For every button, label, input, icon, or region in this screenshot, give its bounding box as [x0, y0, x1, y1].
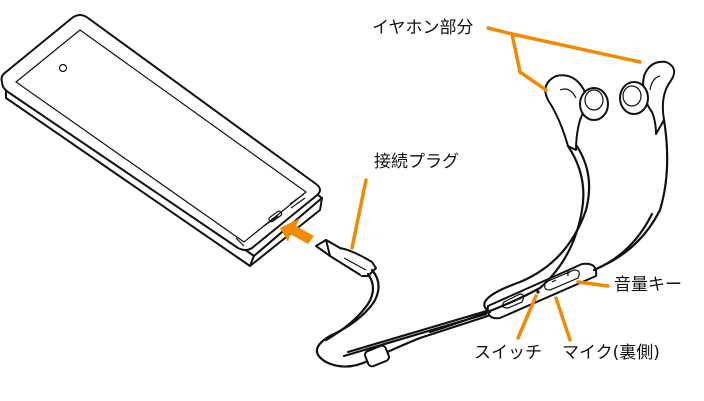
arrow-left-icon: [280, 218, 314, 244]
volume-key-label: 音量キー: [614, 275, 682, 295]
usb-port: [263, 215, 279, 227]
smartphone: [0, 14, 323, 267]
volume-minus-icon: [551, 279, 557, 283]
mic-label: マイク(裏側): [562, 343, 660, 363]
earphones-label: イヤホン部分: [372, 18, 474, 38]
volume-leader: [576, 280, 610, 288]
phone-screen: [15, 29, 307, 243]
usb-plug: [315, 239, 377, 277]
earbud-left: [544, 74, 609, 151]
front-camera-icon: [58, 63, 68, 73]
switch-label: スイッチ: [474, 343, 542, 363]
cable-clip: [364, 344, 390, 368]
earphones-leader: [486, 26, 514, 36]
switch-button: [536, 290, 540, 294]
volume-plus-icon: [565, 271, 571, 276]
switch-leader: [516, 294, 538, 340]
leader-lines: [350, 26, 642, 342]
plug-leader: [350, 178, 368, 250]
remote-control: [486, 262, 598, 320]
earbud-cables: [428, 118, 669, 334]
mic-leader: [554, 296, 572, 342]
earbud-right: [619, 60, 676, 135]
plug-label: 接続プラグ: [374, 152, 459, 172]
phone-body: [0, 14, 321, 251]
